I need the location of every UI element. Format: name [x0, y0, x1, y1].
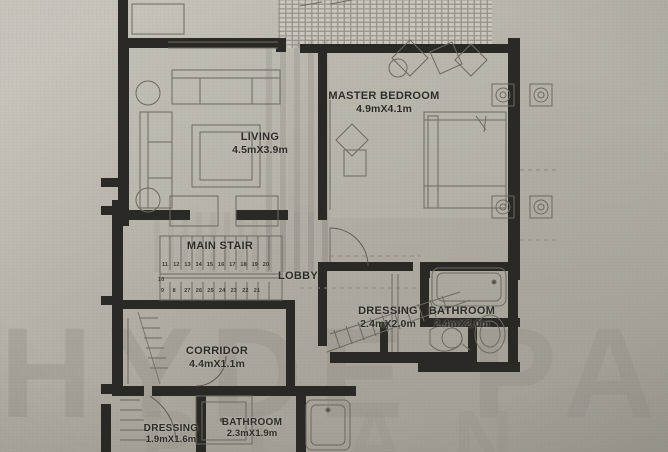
room-label-master-bedroom: MASTER BEDROOM 4.9mX4.1m: [328, 90, 440, 115]
stair-tread-number: 25: [207, 288, 214, 294]
room-label-bathroom-2: BATHROOM 2.3mX1.9m: [221, 417, 283, 439]
stair-landing-number: 10: [158, 277, 165, 283]
stair-tread-number: 13: [184, 262, 191, 268]
stair-tread-number: 14: [195, 262, 202, 268]
stair-tread-number: 24: [219, 288, 226, 294]
stair-tread-number: 9: [161, 288, 165, 294]
watermark-hyde-park: HYDE PARK: [0, 302, 668, 445]
stair-tread-number: 12: [173, 262, 180, 268]
stair-tread-number: 18: [240, 262, 247, 268]
room-label-corridor: CORRIDOR 4.4mX1.1m: [185, 345, 249, 370]
room-label-living: LIVING 4.5mX3.9m: [232, 131, 288, 156]
stair-tread-number: 15: [206, 262, 214, 268]
stair-tread-number: 26: [195, 288, 203, 294]
stair-tread-number: 21: [253, 288, 261, 294]
room-label-dressing-2: DRESSING 1.9mX1.6m: [143, 423, 199, 445]
stair-tread-number: 22: [242, 288, 249, 294]
room-label-lobby: LOBBY: [278, 270, 318, 282]
stair-tread-number: 19: [251, 262, 258, 268]
stair-tread-number: 27: [184, 288, 191, 294]
stair-tread-number: 17: [229, 262, 236, 268]
room-label-dressing-1: DRESSING 2.4mX2.0m: [358, 305, 418, 330]
room-label-bathroom-1: BATHROOM 2.4mX2.0m: [428, 305, 496, 330]
stair-tread-number: 16: [218, 262, 225, 268]
stair-tread-number: 8: [172, 288, 176, 294]
stair-tread-number: 11: [162, 262, 169, 268]
stair-tread-number: 23: [230, 288, 237, 294]
room-label-main-stair: MAIN STAIR: [186, 240, 254, 252]
stair-tread-number: 20: [262, 262, 270, 268]
